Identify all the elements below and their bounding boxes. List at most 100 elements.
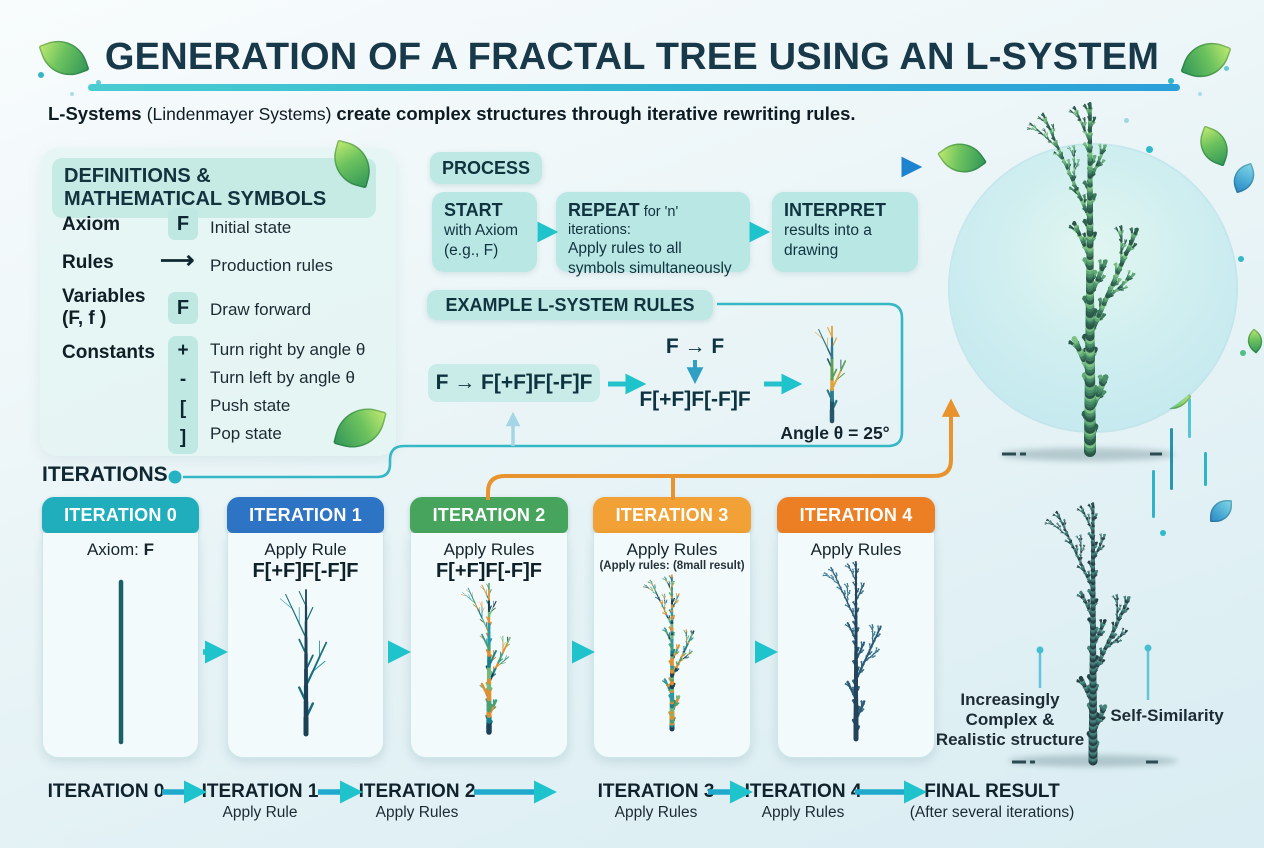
decor-dot [1224,66,1229,71]
derivation-top: F → F [665,335,725,358]
definitions-title-line1: DEFINITIONS & [64,165,211,187]
derivation-bottom: F[+F]F[-F]F [639,388,751,411]
timeline-label: FINAL RESULT [924,781,1060,802]
def-term-rules: Rules [62,252,114,273]
example-rules-label: EXAMPLE L-SYSTEM RULES [427,290,713,320]
timeline-item-3: ITERATION 3 Apply Rules [566,781,746,822]
title-underline [88,84,1180,91]
constants-symbols-badge: + - [ ] [168,336,198,454]
decor-dot [1168,78,1174,84]
leaf-icon [333,401,387,455]
minus-symbol: - [179,369,187,390]
timeline-item-0: ITERATION 0 [16,781,196,804]
iteration-card-body: Apply Rules [777,533,935,758]
def-desc-rules: Production rules [210,256,333,275]
timeline-sub: Apply Rules [614,804,698,821]
step-line: Apply rules to all [568,240,682,257]
def-desc-variables: Draw forward [210,300,312,319]
rule-box: F → F[+F]F[-F]F [428,364,600,402]
step-line: (e.g., F) [444,242,499,260]
decor-dot [1238,256,1244,262]
timeline-label: ITERATION 0 [47,781,165,802]
card-line1: Apply Rule [264,540,347,559]
timeline-sub: Apply Rules [375,804,459,821]
leaf-icon [38,32,90,84]
decor-dot [1198,92,1202,96]
iteration-tree-drawing [643,574,695,732]
definitions-title-line2: MATHEMATICAL SYMBOLS [64,187,327,210]
def-desc-pop: Pop state [210,424,282,443]
iteration-card-header: ITERATION 0 [42,497,199,533]
push-symbol: [ [179,398,187,419]
def-term-variables2: (F, f ) [62,308,107,329]
iteration-card-1: ITERATION 1 Apply Rule F[+F]F[-F]F [227,497,384,758]
timeline-item-final: FINAL RESULT (After several iterations) [902,781,1082,822]
example-tree-drawing [814,325,847,424]
big-fractal-tree-top [1026,101,1139,457]
arrow-right-icon: ⟶ [160,247,195,274]
card-note-text: (Apply rules: (8mall result) [599,560,745,572]
annotation-complex: Increasingly Complex & Realistic structu… [930,690,1090,750]
decor-dot [1124,118,1129,123]
iterations-connector-dot [168,470,182,484]
subtitle: L-Systems (Lindenmayer Systems) create c… [48,103,856,125]
timeline-label: ITERATION 4 [744,781,862,802]
decor-dot [96,80,101,85]
decor-dot [1160,530,1166,536]
def-symbol-variables: F [168,292,198,324]
iteration-tree-drawing [822,560,882,742]
big-fractal-tree-bottom [1044,502,1131,766]
annotation-line: Increasingly [960,690,1060,709]
process-step-repeat: REPEAT for 'n' iterations: Apply rules t… [556,192,750,277]
annotation-self-similarity: Self-Similarity [1110,706,1224,725]
subtitle-paren: (Lindenmayer Systems) [146,104,337,124]
step-line: drawing [784,242,839,260]
decor-dot [70,92,74,96]
decor-dot [1146,146,1153,153]
iteration-card-3: ITERATION 3 Apply Rules (Apply rules: (8… [593,497,751,758]
decor-line [1188,398,1191,438]
iteration-tree-drawing [461,582,511,735]
card-line1: Apply Rules [810,540,902,559]
timeline-label: ITERATION 2 [358,781,476,802]
definitions-title: DEFINITIONS & MATHEMATICAL SYMBOLS [52,158,376,218]
iteration-card-header: ITERATION 4 [777,497,935,533]
timeline-sub: (After several iterations) [909,804,1075,821]
iteration-card-body: Axiom: F [42,533,199,758]
def-desc-plus: Turn right by angle θ [210,340,366,359]
iteration-card-body: Apply Rules F[+F]F[-F]F [410,533,568,758]
timeline-item-1: ITERATION 1 Apply Rule [170,781,350,822]
step-title: INTERPRET [784,200,887,220]
step-line: symbols simultaneously [568,260,732,278]
def-term-constants: Constants [62,342,155,363]
card-line1: Axiom: F [86,540,155,559]
iteration-card-2: ITERATION 2 Apply Rules F[+F]F[-F]F [410,497,568,758]
decor-dot [38,72,44,78]
timeline-item-2: ITERATION 2 Apply Rules [327,781,507,822]
process-label: PROCESS [430,152,542,184]
leaf-icon [1180,34,1232,86]
iteration-card-header: ITERATION 2 [410,497,568,533]
card-line1: Apply Rules [626,540,718,559]
iteration-card-0: ITERATION 0 Axiom: F [42,497,199,758]
iteration-card-4: ITERATION 4 Apply Rules [777,497,935,758]
timeline-label: ITERATION 1 [201,781,319,802]
plus-symbol: + [177,340,189,361]
decor-line [1204,452,1207,486]
decor-line [1152,470,1155,518]
card-rule-text: F[+F]F[-F]F [252,560,359,582]
page-title: GENERATION OF A FRACTAL TREE USING AN L-… [104,36,1160,78]
subtitle-rest: create complex structures through iterat… [336,103,856,124]
def-term-axiom: Axiom [62,214,121,235]
step-line: with Axiom [444,222,519,239]
decor-line [1170,428,1173,490]
def-desc-minus: Turn left by angle θ [210,368,355,387]
timeline-sub: Apply Rules [761,804,845,821]
iteration-card-header: ITERATION 1 [227,497,384,533]
def-desc-push: Push state [210,396,291,415]
timeline-sub: Apply Rule [222,804,298,821]
iteration-tree-drawing [118,579,123,745]
step-title: REPEAT [568,200,640,220]
iteration-card-header: ITERATION 3 [593,497,751,533]
card-line1: Apply Rules [443,540,535,559]
